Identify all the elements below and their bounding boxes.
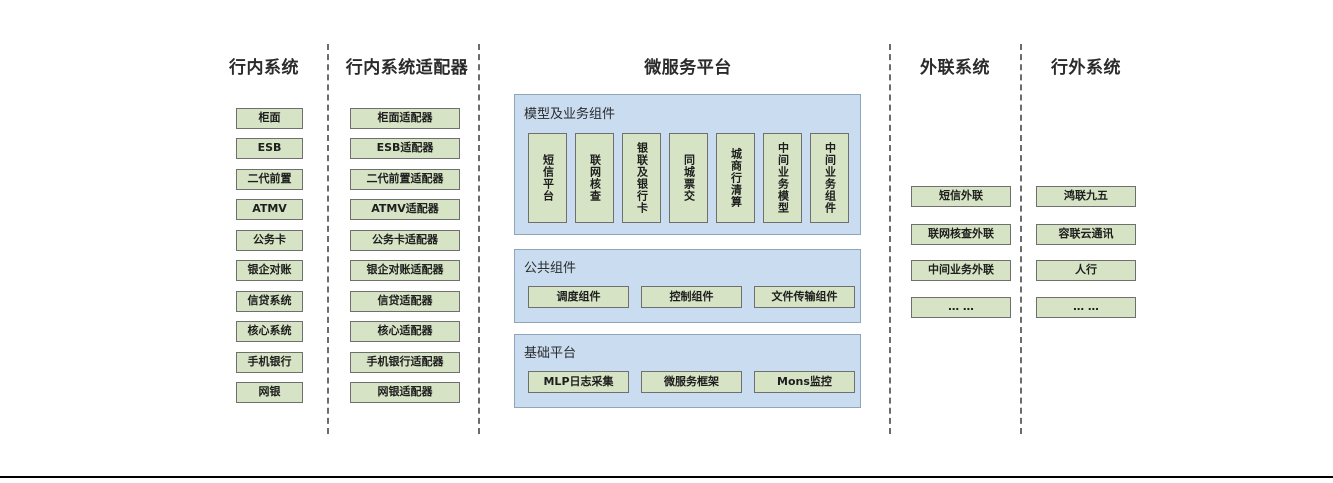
node-model-6[interactable]: 中间业务组件 [810, 133, 849, 223]
column-title-platform: 微服务平台 [644, 58, 732, 78]
node-model-3[interactable]: 同城票交 [669, 133, 708, 223]
panel-label-model-business: 模型及业务组件 [524, 107, 616, 122]
node-inbank-8[interactable]: 手机银行 [236, 352, 303, 373]
node-base-0[interactable]: MLP日志采集 [528, 371, 629, 393]
node-public-1[interactable]: 控制组件 [641, 286, 742, 308]
node-model-1[interactable]: 联网核查 [575, 133, 614, 223]
node-base-1[interactable]: 微服务框架 [641, 371, 742, 393]
node-public-2[interactable]: 文件传输组件 [754, 286, 855, 308]
node-model-5[interactable]: 中间业务模型 [763, 133, 802, 223]
bottom-divider [0, 476, 1333, 478]
column-title-external-link: 外联系统 [920, 58, 990, 78]
node-adapter-1[interactable]: ESB适配器 [350, 138, 460, 159]
node-outbank-1[interactable]: 容联云通讯 [1036, 224, 1136, 245]
node-adapter-3[interactable]: ATMV适配器 [350, 199, 460, 220]
node-adapter-2[interactable]: 二代前置适配器 [350, 169, 460, 190]
node-adapter-4[interactable]: 公务卡适配器 [350, 230, 460, 251]
node-adapter-9[interactable]: 网银适配器 [350, 382, 460, 403]
node-model-4[interactable]: 城商行清算 [716, 133, 755, 223]
panel-label-public-components: 公共组件 [524, 261, 577, 276]
column-title-adapter: 行内系统适配器 [345, 58, 469, 78]
column-title-outbank: 行外系统 [1051, 58, 1121, 78]
node-inbank-5[interactable]: 银企对账 [236, 260, 303, 281]
node-external-link-3[interactable]: … … [911, 297, 1011, 318]
node-outbank-3[interactable]: … … [1036, 297, 1136, 318]
node-outbank-2[interactable]: 人行 [1036, 260, 1136, 281]
node-base-2[interactable]: Mons监控 [754, 371, 855, 393]
separator-external-outbank [1020, 44, 1022, 434]
node-public-0[interactable]: 调度组件 [528, 286, 629, 308]
node-inbank-3[interactable]: ATMV [236, 199, 303, 220]
node-adapter-5[interactable]: 银企对账适配器 [350, 260, 460, 281]
node-inbank-1[interactable]: ESB [236, 138, 303, 159]
node-model-0[interactable]: 短信平台 [528, 133, 567, 223]
node-external-link-0[interactable]: 短信外联 [911, 186, 1011, 207]
separator-adapter-platform [478, 44, 480, 434]
node-inbank-6[interactable]: 信贷系统 [236, 291, 303, 312]
node-inbank-0[interactable]: 柜面 [236, 108, 303, 129]
node-external-link-1[interactable]: 联网核查外联 [911, 224, 1011, 245]
node-adapter-0[interactable]: 柜面适配器 [350, 108, 460, 129]
separator-platform-external [889, 44, 891, 434]
node-inbank-4[interactable]: 公务卡 [236, 230, 303, 251]
panel-label-base-platform: 基础平台 [524, 346, 577, 361]
node-external-link-2[interactable]: 中间业务外联 [911, 260, 1011, 281]
separator-inbank-adapter [327, 44, 329, 434]
column-title-inbank: 行内系统 [229, 58, 299, 78]
node-model-2[interactable]: 银联及银行卡 [622, 133, 661, 223]
node-inbank-2[interactable]: 二代前置 [236, 169, 303, 190]
node-adapter-6[interactable]: 信贷适配器 [350, 291, 460, 312]
node-outbank-0[interactable]: 鸿联九五 [1036, 186, 1136, 207]
node-adapter-8[interactable]: 手机银行适配器 [350, 352, 460, 373]
node-inbank-9[interactable]: 网银 [236, 382, 303, 403]
node-adapter-7[interactable]: 核心适配器 [350, 321, 460, 342]
node-inbank-7[interactable]: 核心系统 [236, 321, 303, 342]
